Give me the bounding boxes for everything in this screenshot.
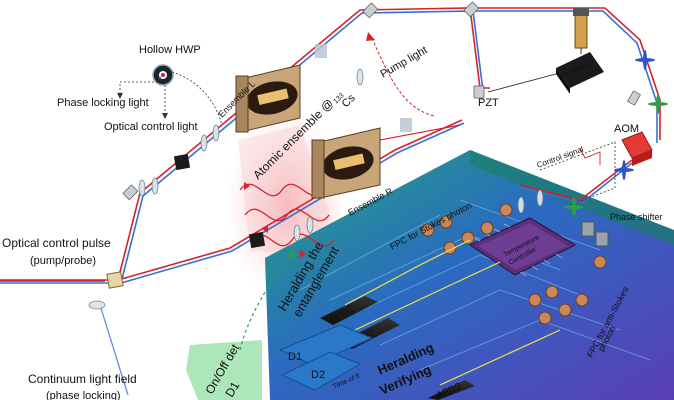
mirrors xyxy=(122,1,641,201)
pump-probe-label: (pump/probe) xyxy=(30,255,96,267)
board-fibers xyxy=(344,239,561,386)
d2-label: D2 xyxy=(311,369,325,381)
glow-overlay xyxy=(238,125,345,260)
optical-control-light-label: Optical control light xyxy=(104,121,198,133)
aom-box xyxy=(621,131,653,166)
feedback-box: Feedback xyxy=(556,52,604,94)
ensemble-r xyxy=(311,127,381,199)
heralding-arrow xyxy=(239,254,293,351)
control-signal-box xyxy=(539,141,616,206)
hwp-pointers xyxy=(119,71,223,126)
hollow-hwp-label: Hollow HWP xyxy=(139,44,201,56)
optical-control-pulse-label: Optical control pulse xyxy=(2,236,111,250)
on-off-detection-tab xyxy=(186,340,262,400)
fpc-stokes-coils xyxy=(421,203,513,255)
pointer-arrow-1 xyxy=(117,93,123,99)
pzt-mirror xyxy=(473,85,485,99)
continuum-light-label-1: Continuum light field xyxy=(28,372,137,386)
chip-top xyxy=(478,223,568,270)
beam-splitter-cubes xyxy=(106,44,412,289)
feedback-wiring xyxy=(487,48,582,93)
d1-label: D1 xyxy=(288,351,302,363)
polarization-markers xyxy=(564,50,668,217)
detector-panel xyxy=(278,324,374,366)
hollow-hwp-icon xyxy=(152,64,174,86)
pump-light-label: Pump light xyxy=(379,44,430,80)
beam-paths xyxy=(0,7,661,284)
pzt-label: PZT xyxy=(478,97,499,109)
fpc-anti-stokes-coils xyxy=(528,255,607,325)
continuum-light-beam xyxy=(99,304,129,396)
pump-light-arrow xyxy=(366,32,436,117)
continuum-light-label-2: (phase locking) xyxy=(46,390,121,400)
heralding-arrowhead xyxy=(287,249,296,258)
fiber-coupler xyxy=(573,8,589,49)
phase-shifter xyxy=(581,221,609,247)
control-signal-label: Control signal xyxy=(536,145,585,170)
phase-shifter-label: Phase shifter xyxy=(610,212,663,222)
photon-arrows xyxy=(244,182,306,258)
phase-locking-light-label: Phase locking light xyxy=(57,97,149,109)
ensemble-l xyxy=(235,64,301,133)
pointer-arrow-2 xyxy=(162,113,168,119)
waveplates xyxy=(88,68,544,310)
aom-label: AOM xyxy=(614,123,639,135)
detector-panel-lower xyxy=(280,351,362,391)
on-off-det-label-2: D1 xyxy=(222,379,242,400)
